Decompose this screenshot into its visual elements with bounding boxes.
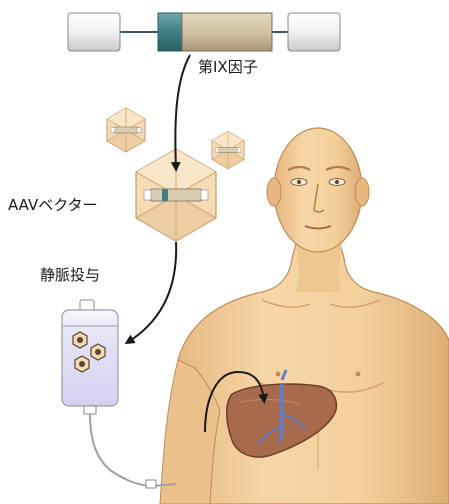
iv-administration-label: 静脈投与 xyxy=(40,266,100,284)
gene-construct-icon xyxy=(68,13,340,51)
factor-ix-label: 第IX因子 xyxy=(198,58,258,76)
iv-bag-icon xyxy=(62,300,176,488)
aav-vector-label: AAVベクター xyxy=(8,196,98,214)
